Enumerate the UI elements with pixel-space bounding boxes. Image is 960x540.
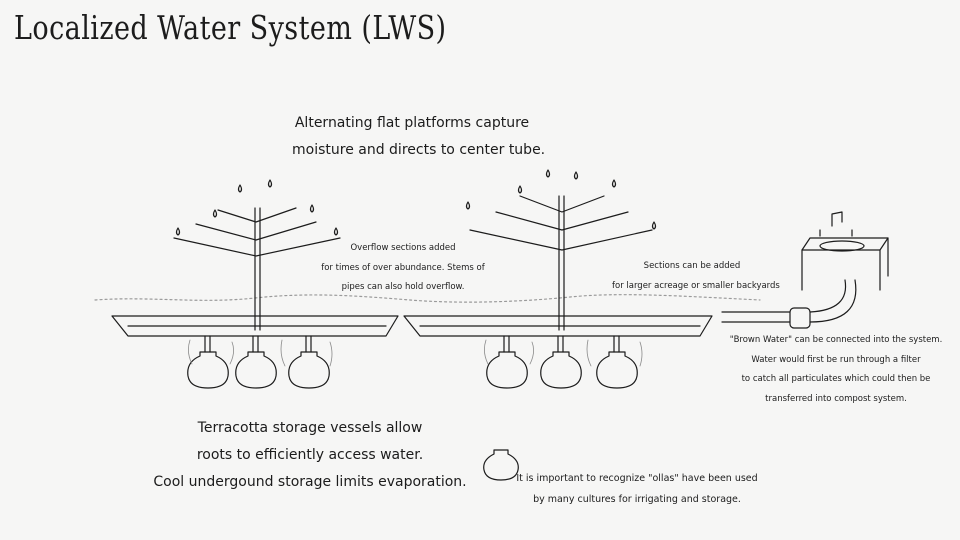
platform	[195, 221, 317, 241]
note-line: for times of over abundance. Stems of	[321, 262, 485, 273]
note-line: for larger acreage or smaller backyards	[612, 280, 780, 291]
platform	[469, 229, 653, 251]
page-title: Localized Water System (LWS)	[14, 8, 447, 47]
note-line: by many cultures for irrigating and stor…	[533, 493, 741, 505]
olla-icon	[483, 449, 519, 481]
note-line: It is important to recognize "ollas" hav…	[516, 473, 758, 484]
trough	[403, 315, 713, 337]
terracotta-vessel	[187, 351, 229, 389]
water-drop	[573, 171, 579, 180]
platform	[173, 237, 341, 257]
platform	[217, 207, 297, 223]
water-drop	[237, 184, 243, 193]
platform	[495, 211, 629, 231]
water-drop	[267, 179, 273, 188]
ground-line	[94, 294, 761, 303]
note-line: transferred into compost system.	[765, 393, 907, 404]
collector-unit-1	[111, 179, 399, 389]
water-drop	[651, 221, 657, 230]
note-brown-water: "Brown Water" can be connected into the …	[724, 336, 948, 414]
note-line: roots to efficiently access water.	[196, 447, 424, 463]
note-line: Water would first be run through a filte…	[751, 354, 921, 365]
sink-icon	[801, 211, 889, 291]
note-terracotta: Terracotta storage vessels allow roots t…	[150, 421, 470, 502]
terracotta-vessel	[540, 351, 582, 389]
note-line: Overflow sections added	[350, 243, 456, 253]
collector-unit-2	[403, 169, 713, 389]
terracotta-vessel	[486, 351, 528, 389]
note-line: Alternating flat platforms capture	[294, 115, 530, 131]
water-drop	[465, 201, 471, 210]
note-platforms: Alternating flat platforms capture moist…	[292, 115, 546, 170]
note-line: to catch all particulates which could th…	[741, 374, 931, 384]
water-drop	[333, 227, 339, 236]
water-drop	[545, 169, 551, 178]
trough	[111, 315, 399, 337]
note-sections: Sections can be added for larger acreage…	[612, 261, 780, 301]
water-drop	[212, 209, 218, 218]
brown-water-pipe	[721, 279, 857, 329]
water-drop	[611, 179, 617, 188]
terracotta-vessel	[288, 351, 330, 389]
terracotta-vessel	[235, 351, 277, 389]
roots	[188, 339, 643, 367]
water-drop	[517, 185, 523, 194]
note-line: Sections can be added	[643, 261, 741, 271]
note-line: "Brown Water" can be connected into the …	[729, 335, 943, 345]
water-drop	[309, 204, 315, 213]
note-line: Terracotta storage vessels allow	[197, 420, 423, 436]
note-line: moisture and directs to center tube.	[292, 142, 546, 158]
note-ollas: It is important to recognize "ollas" hav…	[512, 474, 762, 515]
filter	[789, 307, 811, 329]
platform	[519, 195, 605, 213]
note-line: pipes can also hold overflow.	[341, 282, 465, 292]
note-overflow: Overflow sections added for times of ove…	[318, 244, 488, 303]
note-line: Cool undergound storage limits evaporati…	[153, 474, 467, 490]
terracotta-vessel	[596, 351, 638, 389]
water-drop	[175, 227, 181, 236]
